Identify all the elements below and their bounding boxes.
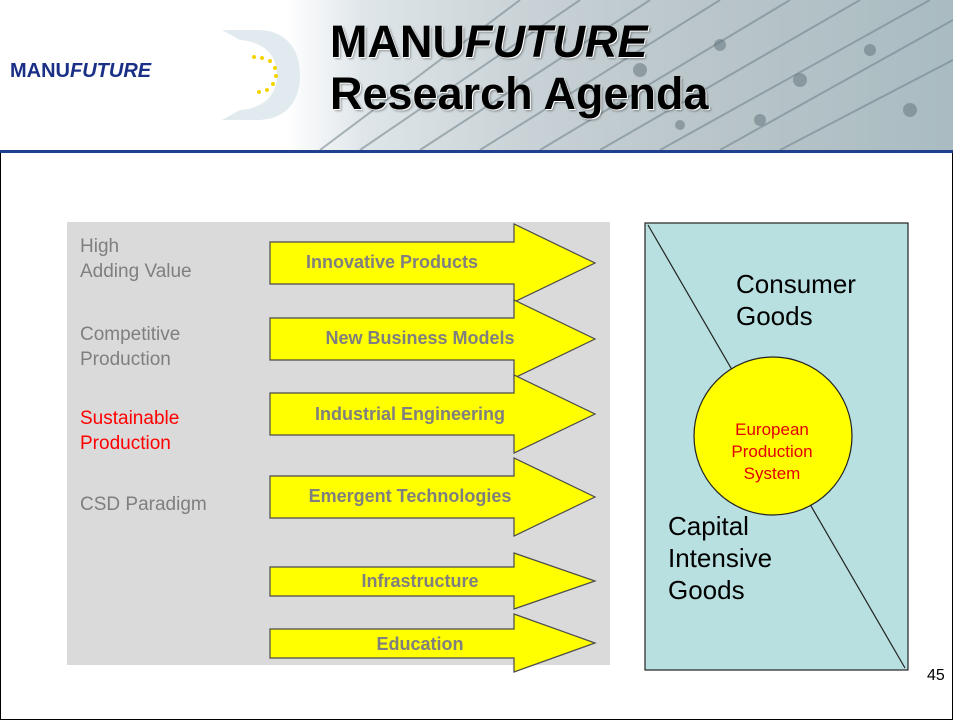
arrow-label: Emergent Technologies: [308, 486, 512, 506]
arrow-industrial-engineering: [269, 374, 597, 454]
eps-circle: [693, 356, 853, 516]
arrow-new-business-models: [269, 299, 597, 379]
slide-title: MANUFUTURE Research Agenda: [330, 16, 708, 120]
arrow-innovative-products: [269, 223, 597, 303]
arrow-label: Innovative Products: [305, 252, 479, 272]
arrow-education: [269, 613, 597, 673]
header-photo: [319, 0, 953, 150]
page-number: 45: [927, 667, 945, 684]
manufuture-logo: MANUFUTURE: [10, 60, 152, 82]
arrow-infrastructure: [269, 552, 597, 610]
title-rule: [0, 150, 953, 153]
arrow-emergent-technologies: [269, 457, 597, 537]
title-line-1: MANUFUTURE: [330, 16, 648, 67]
label-csd-paradigm: CSD Paradigm: [80, 494, 207, 515]
header-banner: MANUFUTURE MANUFUTURE Research Agenda: [0, 0, 953, 150]
title-line-2: Research Agenda: [330, 68, 709, 119]
arrow-label: Education: [376, 634, 464, 654]
eu-emblem-icon: [222, 30, 300, 120]
arrow-label: Infrastructure: [361, 571, 479, 591]
arrow-label: New Business Models: [325, 328, 515, 348]
arrow-label: Industrial Engineering: [314, 404, 506, 424]
